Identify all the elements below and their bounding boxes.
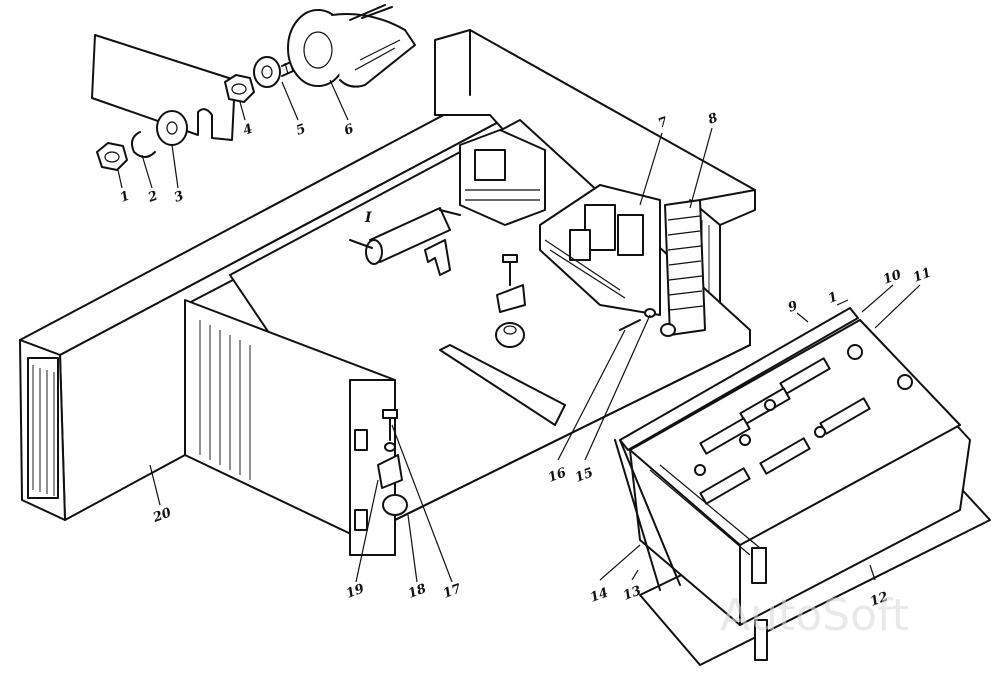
terminal-strip-part-8	[664, 199, 706, 336]
part-labels: 1 2 3 4 5 6 7 8 9 10 11 1 12 13 14 15 16…	[118, 111, 933, 610]
front-fasteners-17-19	[354, 409, 408, 531]
terminal-boot-part-6	[287, 4, 416, 88]
label-I: I	[364, 210, 372, 226]
label-8: 8	[706, 111, 720, 128]
label-14: 14	[588, 585, 610, 605]
screw-and-bracket	[495, 254, 526, 348]
label-2: 2	[145, 189, 160, 207]
label-6: 6	[342, 122, 356, 139]
label-9: 9	[786, 299, 800, 316]
label-16: 16	[546, 465, 568, 485]
nut-part-4	[224, 74, 255, 103]
watermark: AutoSoft	[720, 590, 909, 641]
label-13: 13	[621, 583, 643, 603]
label-7: 7	[656, 115, 670, 132]
label-11: 11	[911, 265, 933, 285]
nut-part-1	[96, 142, 128, 171]
battery-part	[629, 319, 971, 626]
tie-rods-13-14	[614, 439, 768, 661]
label-5: 5	[294, 122, 308, 139]
hold-down-bar-part-9	[619, 307, 859, 451]
bracket-plate	[91, 34, 236, 141]
label-3: 3	[172, 189, 186, 206]
label-18: 18	[406, 581, 428, 601]
relay-block-part-7	[539, 184, 661, 316]
label-15: 15	[573, 465, 595, 485]
transformer-block	[459, 129, 546, 226]
clamp-bracket	[424, 239, 451, 276]
label-10: 10	[881, 267, 903, 287]
label-20: 20	[150, 505, 173, 526]
resistor-part-I	[349, 207, 461, 265]
leader-lines	[117, 79, 921, 583]
label-4: 4	[241, 122, 255, 139]
label-17: 17	[441, 581, 463, 601]
insulating-strip	[439, 344, 566, 426]
label-19: 19	[344, 581, 366, 601]
label-12: 12	[868, 589, 890, 609]
small-screws-15-16	[619, 308, 676, 337]
flat-washer-part-3	[156, 110, 188, 146]
spring-washer-part-2	[131, 131, 156, 158]
label-1-battery: 1	[826, 290, 840, 307]
label-1: 1	[118, 189, 132, 206]
